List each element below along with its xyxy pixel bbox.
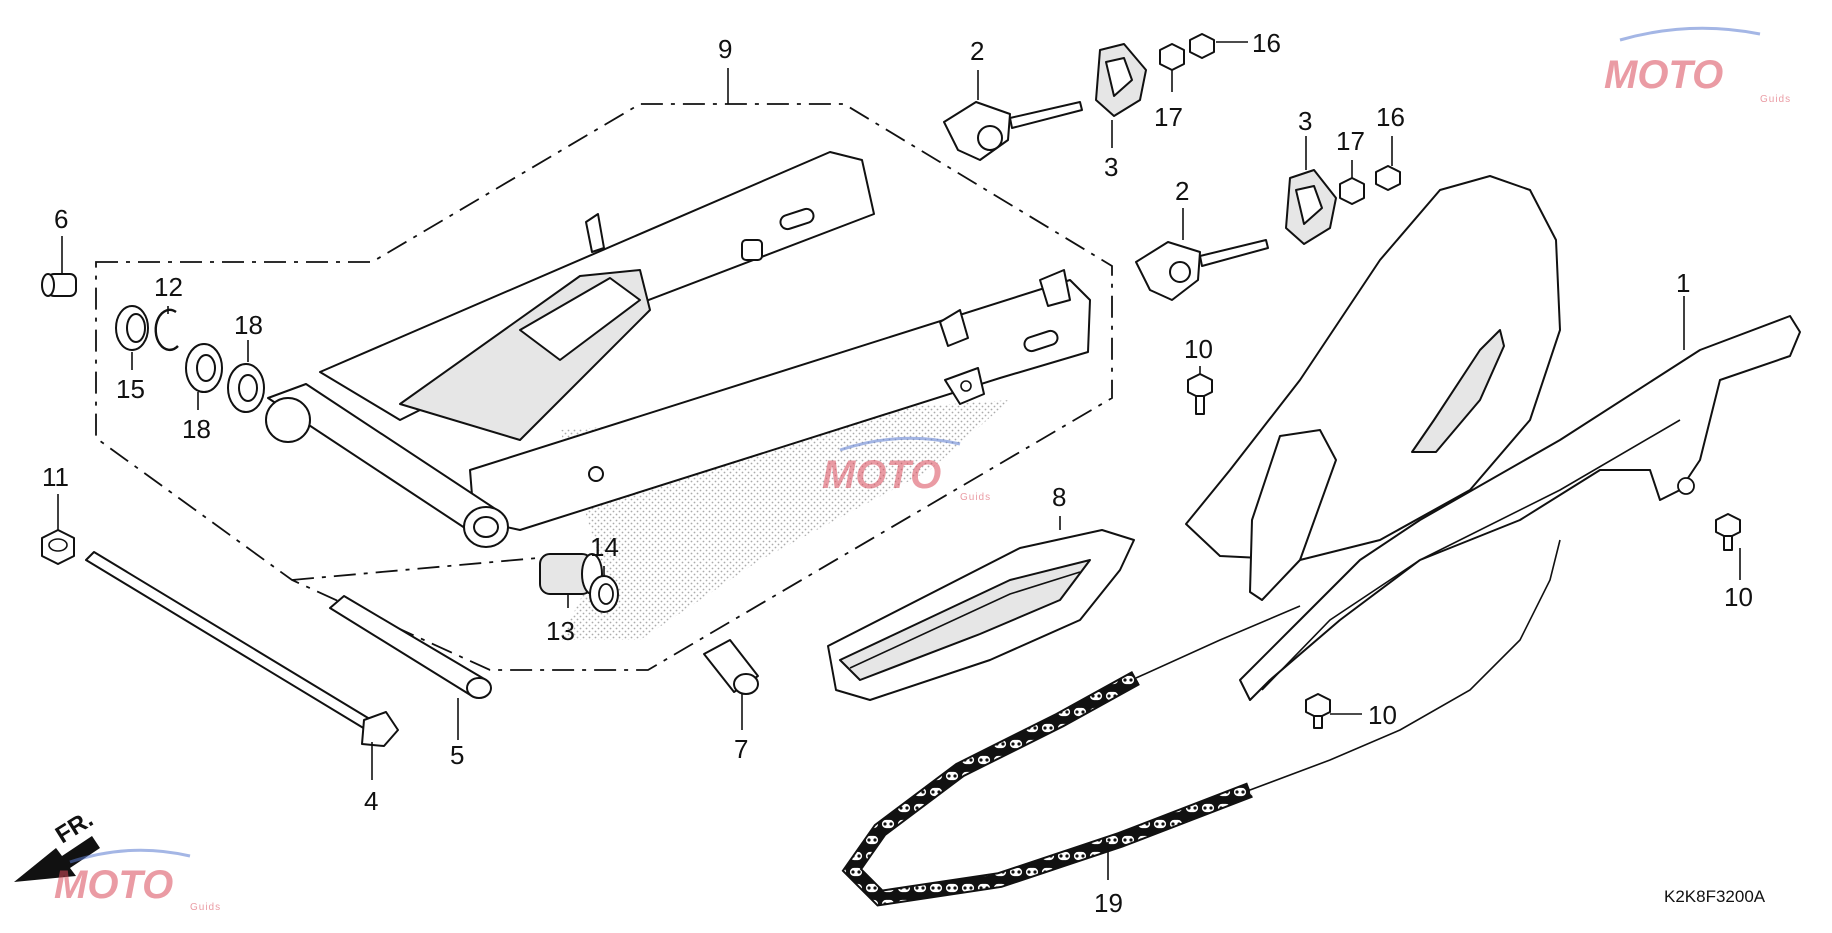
callout-1: 1: [1676, 268, 1690, 298]
chain-adjuster-part-2-upper[interactable]: [943, 101, 1083, 161]
flange-bolt-part-10-c[interactable]: [1305, 693, 1331, 729]
callout-4: 4: [364, 786, 378, 816]
bushing-part-13[interactable]: [539, 553, 603, 595]
callout-10-c: 10: [1368, 700, 1397, 730]
callout-17-upper: 17: [1154, 102, 1183, 132]
callout-2-lower: 2: [1175, 176, 1189, 206]
callout-7: 7: [734, 734, 748, 764]
drive-chain-part-19[interactable]: [841, 539, 1561, 907]
callout-9: 9: [718, 34, 732, 64]
watermark-bottom-left: MOTO Guids: [54, 848, 221, 913]
watermark-sub-bottom: Guids: [190, 902, 221, 913]
flange-bolt-part-10-a[interactable]: [1187, 373, 1213, 415]
callout-11: 11: [42, 462, 69, 492]
callout-18-outer: 18: [234, 310, 263, 340]
callout-10-b: 10: [1724, 582, 1753, 612]
watermark-top-right: MOTO Guids: [1604, 26, 1791, 105]
watermark-sub-center: Guids: [960, 492, 991, 503]
leader-lines: [57, 41, 1741, 880]
watermark-center: MOTO Guids: [822, 436, 991, 503]
callout-16-lower: 16: [1376, 102, 1405, 132]
rear-hugger[interactable]: [1185, 175, 1561, 601]
watermark-text: MOTO: [1604, 53, 1723, 97]
callout-8: 8: [1052, 482, 1066, 512]
circlip-part-12[interactable]: [154, 308, 179, 352]
callout-12: 12: [154, 272, 183, 302]
chain-case-part-1[interactable]: [1239, 315, 1801, 701]
callout-14: 14: [590, 532, 619, 562]
callout-2-upper: 2: [970, 36, 984, 66]
callout-labels: 9 2 3 17 16 2 3 17 16 1 10 10 10 8 6 12 …: [42, 28, 1753, 918]
callout-18-inner: 18: [182, 414, 211, 444]
adjuster-block-part-3-lower[interactable]: [1285, 169, 1337, 245]
nut-part-16-upper[interactable]: [1189, 33, 1215, 59]
lock-nut-part-17-upper[interactable]: [1159, 43, 1185, 71]
callout-3-upper: 3: [1104, 152, 1118, 182]
front-arrow-icon: [14, 836, 100, 882]
callout-13: 13: [546, 616, 575, 646]
callout-15: 15: [116, 374, 145, 404]
nut-part-16-lower[interactable]: [1375, 165, 1401, 191]
bearing-part-18-inner[interactable]: [185, 343, 223, 393]
callout-10-a: 10: [1184, 334, 1213, 364]
callout-17-lower: 17: [1336, 126, 1365, 156]
callout-6: 6: [54, 204, 68, 234]
swingarm-group-outline: [95, 103, 1113, 671]
chain-slider-part-8[interactable]: [827, 529, 1135, 701]
watermark-text-center: MOTO: [822, 453, 941, 497]
seal-part-14[interactable]: [589, 575, 619, 613]
callout-3-lower: 3: [1298, 106, 1312, 136]
callout-16-upper: 16: [1252, 28, 1281, 58]
watermark-text-bottom: MOTO: [54, 863, 173, 907]
pivot-bolt-part-4[interactable]: [85, 551, 399, 747]
bushing-group-outline: [291, 555, 561, 581]
swingarm[interactable]: [265, 151, 1091, 548]
callout-19: 19: [1094, 888, 1123, 918]
collar-part-6[interactable]: [41, 273, 77, 297]
adjuster-block-part-3-upper[interactable]: [1095, 43, 1147, 117]
bearing-part-18-outer[interactable]: [227, 363, 265, 413]
callout-5: 5: [450, 740, 464, 770]
chain-adjuster-part-2-lower[interactable]: [1135, 239, 1269, 301]
lock-nut-part-17-lower[interactable]: [1339, 177, 1365, 205]
dust-seal-part-15[interactable]: [115, 305, 149, 351]
diagram-code: K2K8F3200A: [1664, 887, 1766, 906]
pivot-collar-part-5[interactable]: [329, 595, 492, 699]
watermark-sub: Guids: [1760, 94, 1791, 105]
flange-bolt-part-10-b[interactable]: [1715, 513, 1741, 551]
nut-part-11[interactable]: [41, 529, 75, 565]
collar-part-7[interactable]: [703, 639, 759, 695]
